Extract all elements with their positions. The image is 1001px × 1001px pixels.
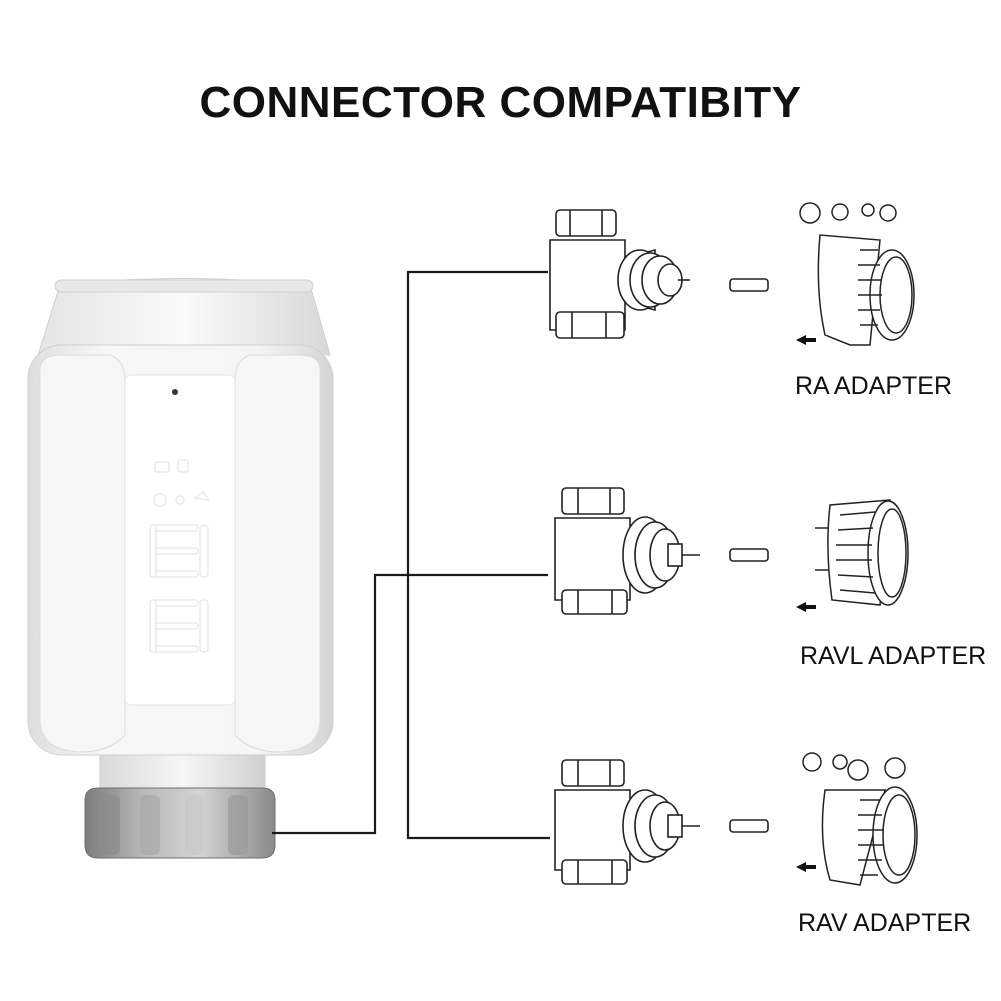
valve-body — [549, 209, 690, 339]
ravl-adapter-drawing — [815, 499, 909, 606]
arrow-left-icon — [796, 862, 816, 872]
thermostat-device — [27, 278, 334, 859]
arrow-left-icon — [796, 335, 816, 345]
knurled-nut — [84, 787, 276, 859]
digit-segments — [149, 524, 209, 653]
ravl-adapter-label: RAVL ADAPTER — [800, 642, 987, 670]
page-title: CONNECTOR COMPATIBITY — [199, 78, 802, 127]
ra-adapter-drawing — [799, 202, 915, 346]
valve-body — [554, 487, 700, 615]
lcd-display — [149, 459, 211, 653]
rav-adapter-drawing — [802, 752, 918, 886]
connector-lines — [272, 270, 550, 840]
valve-body — [554, 759, 700, 885]
rav-adapter-label: RAV ADAPTER — [798, 909, 972, 937]
arrow-left-icon — [796, 602, 816, 612]
ra-adapter-label: RA ADAPTER — [795, 372, 952, 400]
pin — [729, 278, 769, 833]
